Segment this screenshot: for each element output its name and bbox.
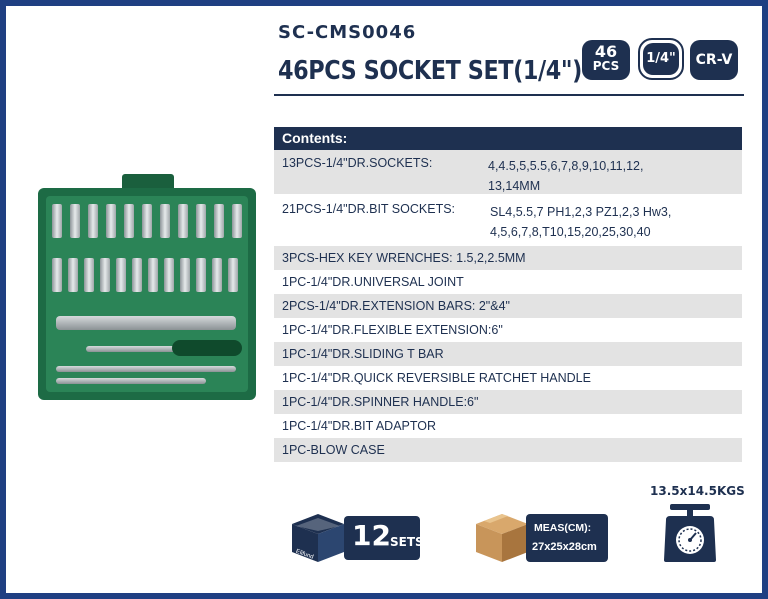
bit-socket <box>212 258 222 292</box>
bit-socket <box>148 258 158 292</box>
shipping-box-icon: Elifund <box>292 514 344 562</box>
bit-socket <box>196 204 206 238</box>
model-number: SC-CMS0046 <box>278 22 417 43</box>
bit-socket <box>142 204 152 238</box>
bit-socket <box>178 204 188 238</box>
bit-socket <box>84 258 94 292</box>
ratchet-shaft <box>86 346 176 352</box>
weighing-scale-icon <box>664 504 716 562</box>
case-handle <box>122 174 174 192</box>
bit-socket <box>164 258 174 292</box>
spinner-handle <box>56 378 206 384</box>
contents-row-sockets: 13PCS-1/4"DR.SOCKETS: 4,4.5,5,5.5,6,7,8,… <box>274 150 742 194</box>
contents-row-bit-sockets: 21PCS-1/4"DR.BIT SOCKETS: SL4,5.5,7 PH1,… <box>274 194 742 246</box>
box-brand: Elifund <box>295 549 314 561</box>
carton-measurement: MEAS(CM): 27x25x28cm <box>474 508 614 564</box>
bit-socket <box>52 258 62 292</box>
contents-row: 1PC-1/4"DR.FLEXIBLE EXTENSION:6" <box>282 323 503 337</box>
contents-table: Contents: 13PCS-1/4"DR.SOCKETS: 4,4.5,5,… <box>274 127 742 462</box>
row-value: 4,4.5,5,5.5,6,7,8,9,10,11,12, 13,14MM <box>488 156 643 196</box>
sets-per-carton: Elifund 12 SETS <box>288 508 428 564</box>
bit-socket <box>228 258 238 292</box>
row-value-line: 4,5,6,7,8,T10,15,20,25,30,40 <box>490 225 651 239</box>
measurement-label: MEAS(CM): <box>534 522 592 534</box>
measurement-value: 27x25x28cm <box>532 541 597 553</box>
contents-row: 3PCS-HEX KEY WRENCHES: 1.5,2,2.5MM <box>274 246 742 270</box>
row-value: SL4,5.5,7 PH1,2,3 PZ1,2,3 Hw3, 4,5,6,7,8… <box>490 202 671 242</box>
sets-number: 12 <box>352 519 391 552</box>
contents-heading: Contents: <box>274 127 742 150</box>
contents-row: 1PC-1/4"DR.SPINNER HANDLE:6" <box>274 390 742 414</box>
row-label: 21PCS-1/4"DR.BIT SOCKETS: <box>282 202 456 216</box>
row-value-line: 13,14MM <box>488 179 541 193</box>
bit-socket <box>214 204 224 238</box>
bit-socket <box>232 204 242 238</box>
ratchet-grip <box>172 340 242 356</box>
extension-bar <box>56 366 236 372</box>
bit-socket <box>100 258 110 292</box>
bit-socket <box>70 204 80 238</box>
bit-socket <box>116 258 126 292</box>
contents-row: 1PC-1/4"DR.BIT ADAPTOR <box>282 419 437 433</box>
drive-size: 1/4" <box>643 43 679 75</box>
sets-unit: SETS <box>390 535 424 549</box>
row-value-line: SL4,5.5,7 PH1,2,3 PZ1,2,3 Hw3, <box>490 205 672 219</box>
socket-set-case-image <box>38 174 256 400</box>
piece-count: 46 <box>594 42 618 61</box>
socket-row <box>56 316 236 330</box>
material-badge: CR-V <box>690 40 738 80</box>
piece-unit: PCS <box>592 59 620 73</box>
row-label: 13PCS-1/4"DR.SOCKETS: <box>282 156 433 170</box>
product-title: 46PCS SOCKET SET(1/4") <box>278 56 582 86</box>
contents-row: 1PC-1/4"DR.QUICK REVERSIBLE RATCHET HAND… <box>282 371 591 385</box>
contents-row: 1PC-BLOW CASE <box>274 438 742 462</box>
bit-socket <box>124 204 134 238</box>
bit-socket <box>132 258 142 292</box>
carton-box-icon <box>476 514 528 562</box>
bit-socket <box>52 204 62 238</box>
gross-net-weight: 13.5x14.5KGS <box>650 484 745 498</box>
bit-socket <box>180 258 190 292</box>
drive-size-badge: 1/4" <box>638 38 684 80</box>
bit-socket <box>160 204 170 238</box>
sets-badge: 12 SETS <box>344 516 424 560</box>
title-divider <box>274 94 744 96</box>
measurement-badge: MEAS(CM): 27x25x28cm <box>526 514 608 562</box>
contents-row: 1PC-1/4"DR.SLIDING T BAR <box>274 342 742 366</box>
bit-socket <box>88 204 98 238</box>
bit-socket <box>196 258 206 292</box>
bit-socket <box>106 204 116 238</box>
contents-row: 2PCS-1/4"DR.EXTENSION BARS: 2"&4" <box>274 294 742 318</box>
case-tray <box>46 196 248 392</box>
piece-count-badge: 46 PCS <box>582 40 630 80</box>
contents-row: 1PC-1/4"DR.UNIVERSAL JOINT <box>282 275 464 289</box>
row-value-line: 4,4.5,5,5.5,6,7,8,9,10,11,12, <box>488 159 644 173</box>
bit-socket <box>68 258 78 292</box>
